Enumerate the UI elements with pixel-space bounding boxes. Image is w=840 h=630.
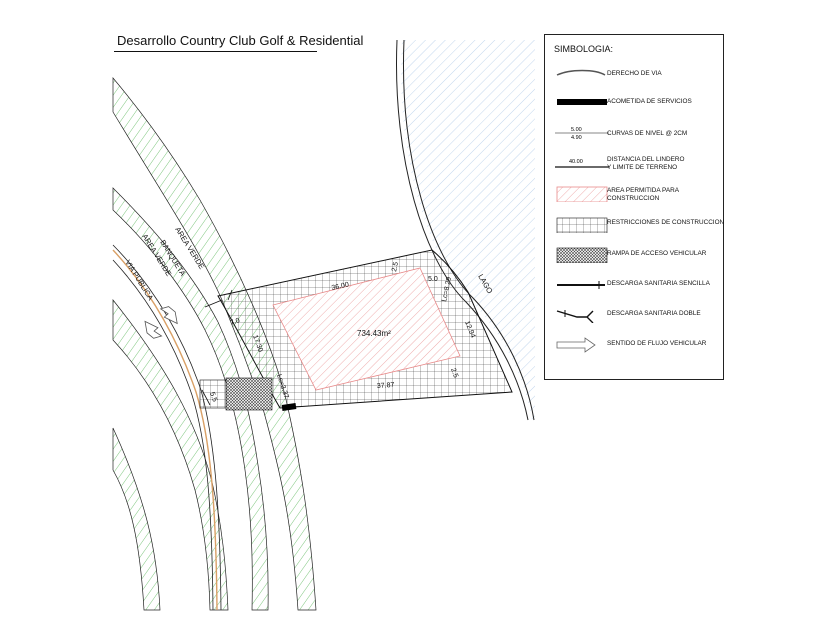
legend-panel: SIMBOLOGIA: DERECHO DE VIA ACOMETIDA DE … bbox=[544, 34, 724, 380]
dim-top: 36.00 bbox=[331, 281, 350, 292]
svg-text:4.90: 4.90 bbox=[571, 135, 582, 141]
area-label: 734.43m² bbox=[357, 329, 391, 338]
legend-item-service-connection: ACOMETIDA DE SERVICIOS bbox=[545, 93, 723, 115]
grid-restriction-icon bbox=[556, 217, 608, 233]
legend-item-vehicle-ramp: RAMPA DE ACCESO VEHICULAR bbox=[545, 245, 723, 267]
vehicle-ramp bbox=[225, 377, 273, 411]
right-of-way-icon bbox=[556, 69, 606, 76]
legend-item-double-sewer: DESCARGA SANITARIA DOBLE bbox=[545, 305, 723, 327]
legend-item-contour-lines: 5.00 4.90 CURVAS DE NIVEL @ 2CM bbox=[545, 123, 723, 145]
dim-top-setback: 2.5 bbox=[391, 261, 400, 272]
svg-text:5.00: 5.00 bbox=[571, 127, 582, 133]
dim-bottom-right-setback: 2.5 bbox=[449, 367, 459, 379]
traffic-flow-arrow-icon bbox=[556, 337, 596, 353]
single-sewer-icon bbox=[557, 281, 605, 289]
dim-bottom: 37.87 bbox=[377, 382, 395, 390]
legend-title: SIMBOLOGIA: bbox=[554, 44, 614, 54]
traffic-flow-arrow-icon bbox=[144, 306, 178, 339]
dim-ramp: 5.5 bbox=[208, 391, 218, 403]
vehicle-ramp-icon bbox=[556, 247, 608, 263]
page-title: Desarrollo Country Club Golf & Residenti… bbox=[117, 33, 364, 48]
double-sewer-icon bbox=[556, 310, 594, 323]
legend-item-grid-restriction: RESTRICCIONES DE CONSTRUCCION bbox=[545, 215, 724, 237]
dim-left-setback: 7.0 bbox=[229, 317, 241, 327]
title-underline bbox=[114, 51, 317, 52]
legend-item-traffic-flow: SENTIDO DE FLUJO VEHICULAR bbox=[545, 335, 723, 357]
service-connection bbox=[281, 403, 297, 411]
legend-item-right-of-way: DERECHO DE VIA bbox=[545, 63, 723, 85]
permitted-area-icon bbox=[556, 186, 608, 202]
legend-item-permitted-area: AREA PERMITIDA PARA CONSTRUCCION bbox=[545, 184, 723, 206]
legend-item-boundary-distance: 40.00 DISTANCIA DEL LINDERO Y LIMITE DE … bbox=[545, 153, 723, 175]
dim-top-right-setback: 5.0 bbox=[428, 276, 438, 283]
service-connection-icon bbox=[557, 99, 607, 105]
contour-lines-icon: 5.00 4.90 bbox=[555, 127, 609, 141]
via-publica-label: VIA PUBLICA bbox=[123, 258, 155, 302]
svg-text:40.00: 40.00 bbox=[569, 159, 583, 165]
boundary-distance-icon: 40.00 bbox=[555, 159, 609, 168]
legend-item-single-sewer: DESCARGA SANITARIA SENCILLA bbox=[545, 275, 723, 297]
